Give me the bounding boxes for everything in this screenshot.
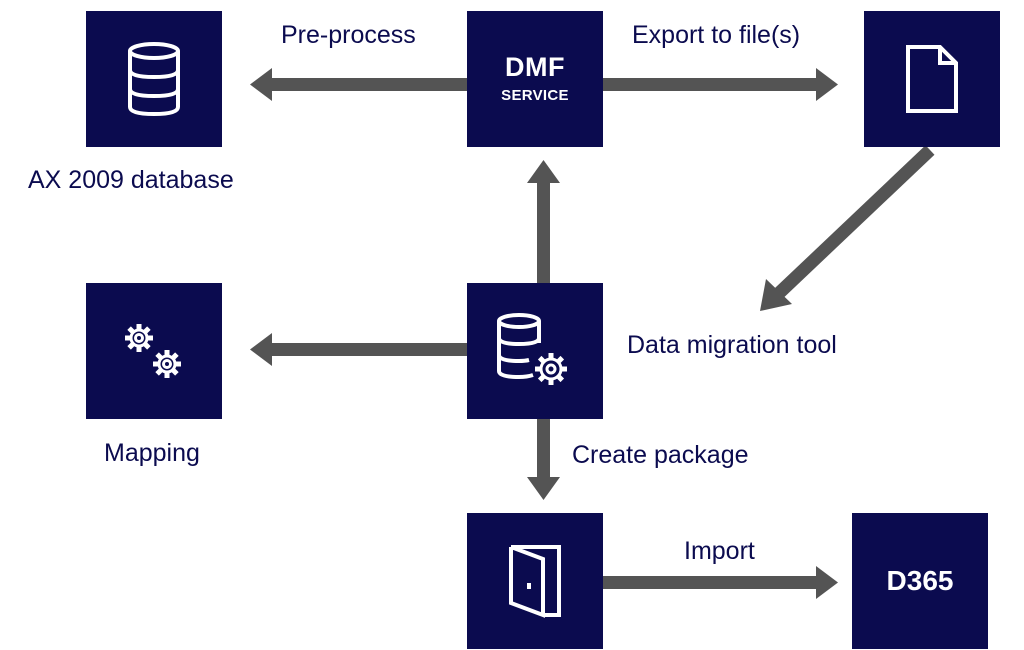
dmf-title: DMF [505,52,565,82]
dmf-service-node: DMF SERVICE [467,11,603,147]
arrow-pre-process [250,68,468,101]
database-icon [128,42,180,117]
package-node [467,513,603,649]
database-gear-icon [497,313,567,385]
label-pre-process: Pre-process [281,21,416,49]
label-ax-database: AX 2009 database [28,166,234,194]
label-mapping: Mapping [104,439,200,467]
arrow-to-mapping [250,333,468,366]
label-import: Import [684,537,755,565]
data-migration-tool-node [467,283,603,419]
file-icon [906,45,958,113]
label-data-migration-tool: Data migration tool [627,331,837,359]
ax-database-node [86,11,222,147]
dmf-subtitle: SERVICE [501,87,569,104]
mapping-node [86,283,222,419]
d365-node: D365 [852,513,988,649]
label-create-package: Create package [572,441,749,469]
file-node [864,11,1000,147]
arrow-import [603,566,838,599]
d365-title: D365 [886,565,954,596]
gears-icon [125,324,181,378]
arrow-to-dmf [527,160,560,284]
label-export: Export to file(s) [632,21,801,49]
arrow-to-data-migration-tool [760,145,935,311]
arrow-export [603,68,838,101]
folder-icon [509,545,561,618]
arrow-create-package [527,418,560,500]
